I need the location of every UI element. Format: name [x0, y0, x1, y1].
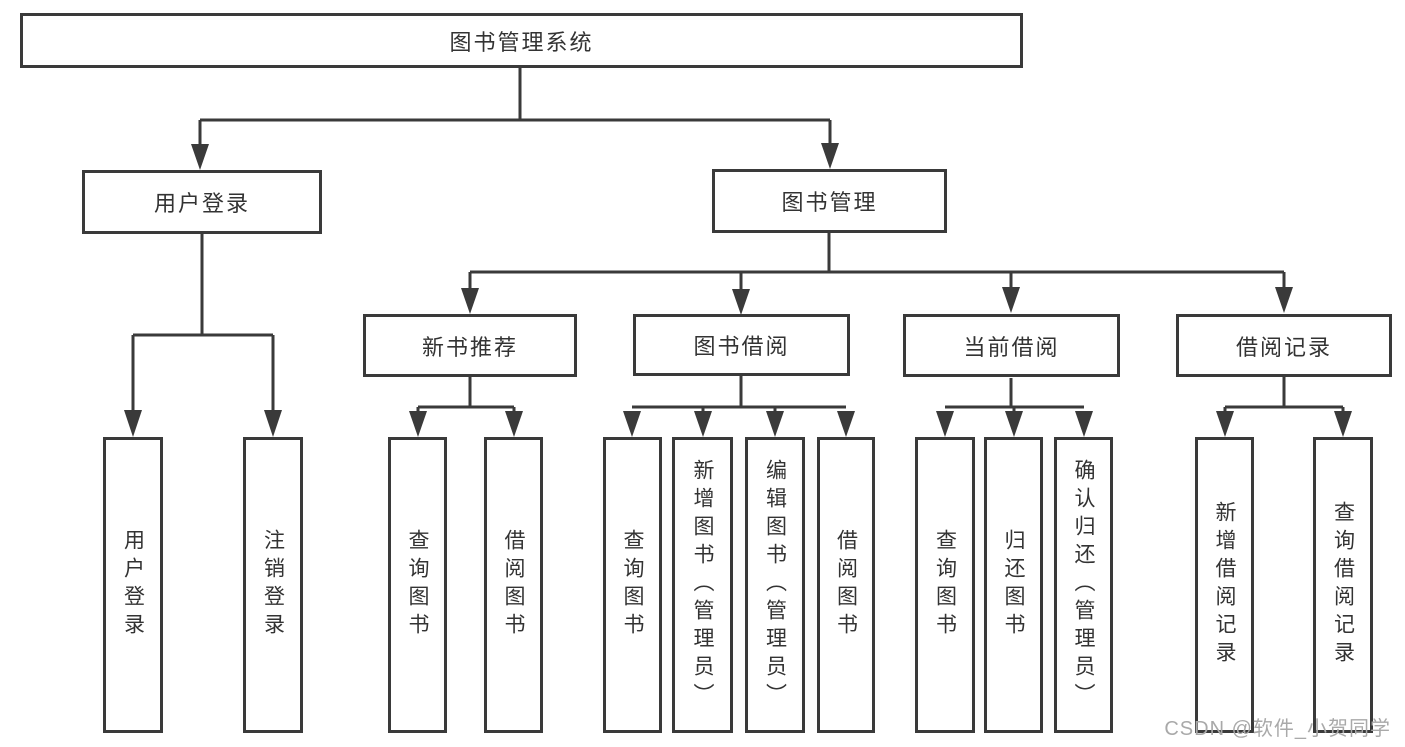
node-book-borrow-label: 图书借阅	[693, 334, 790, 359]
node-new-book-recommend-label: 新书推荐	[421, 334, 518, 360]
node-book-borrow: 图书借阅	[633, 314, 850, 376]
node-user-login-label: 用户登录	[153, 191, 250, 216]
node-user-login: 用户登录	[82, 170, 322, 234]
leaf-return-books: 归还图书	[984, 437, 1043, 733]
leaf-logout-label: 注销登录	[261, 529, 285, 641]
node-borrow-record-label: 借阅记录	[1235, 334, 1332, 360]
leaf-return-books-label: 归还图书	[1002, 529, 1025, 641]
connector-book-borrow-children	[623, 375, 855, 437]
leaf-logout: 注销登录	[243, 437, 303, 733]
connector-new-book-children	[409, 377, 523, 437]
leaf-user-login: 用户登录	[103, 437, 163, 733]
leaf-query-books-current-label: 查询图书	[933, 529, 957, 641]
csdn-watermark: CSDN @软件_小贺同学	[1164, 718, 1391, 740]
connector-book-management-children	[461, 233, 1293, 315]
leaf-confirm-return-admin: 确认归还（管理员）	[1054, 437, 1113, 733]
leaf-borrow-books: 借阅图书	[817, 437, 875, 733]
connector-root-to-level2	[191, 68, 839, 170]
connector-borrow-record-children	[1216, 377, 1352, 437]
connector-user-login-children	[124, 234, 282, 437]
leaf-query-books-recommend: 查询图书	[388, 437, 447, 733]
node-current-borrow: 当前借阅	[903, 314, 1120, 377]
node-root-library-system: 图书管理系统	[20, 13, 1023, 68]
leaf-query-books-current: 查询图书	[915, 437, 975, 733]
node-new-book-recommend: 新书推荐	[363, 314, 577, 377]
leaf-query-books-borrow-label: 查询图书	[621, 529, 644, 641]
node-book-management-label: 图书管理	[781, 190, 878, 215]
leaf-add-borrow-record-label: 新增借阅记录	[1213, 501, 1236, 669]
leaf-query-books-borrow: 查询图书	[603, 437, 662, 733]
node-root-label: 图书管理系统	[449, 29, 594, 55]
leaf-add-books-admin: 新增图书（管理员）	[672, 437, 733, 733]
leaf-query-borrow-record: 查询借阅记录	[1313, 437, 1373, 733]
leaf-query-borrow-record-label: 查询借阅记录	[1331, 501, 1355, 669]
node-current-borrow-label: 当前借阅	[963, 334, 1060, 360]
leaf-add-borrow-record: 新增借阅记录	[1195, 437, 1254, 733]
leaf-borrow-books-recommend: 借阅图书	[484, 437, 543, 733]
leaf-confirm-return-admin-label: 确认归还（管理员）	[1072, 459, 1095, 711]
leaf-borrow-books-recommend-label: 借阅图书	[502, 529, 525, 641]
node-book-management: 图书管理	[712, 169, 947, 233]
node-borrow-record: 借阅记录	[1176, 314, 1392, 377]
leaf-edit-books-admin-label: 编辑图书（管理员）	[763, 459, 787, 711]
leaf-borrow-books-label: 借阅图书	[834, 529, 858, 641]
leaf-edit-books-admin: 编辑图书（管理员）	[745, 437, 805, 733]
leaf-query-books-recommend-label: 查询图书	[406, 529, 429, 641]
leaf-add-books-admin-label: 新增图书（管理员）	[691, 459, 714, 711]
connector-current-borrow-children	[936, 378, 1093, 437]
leaf-user-login-label: 用户登录	[121, 529, 145, 641]
